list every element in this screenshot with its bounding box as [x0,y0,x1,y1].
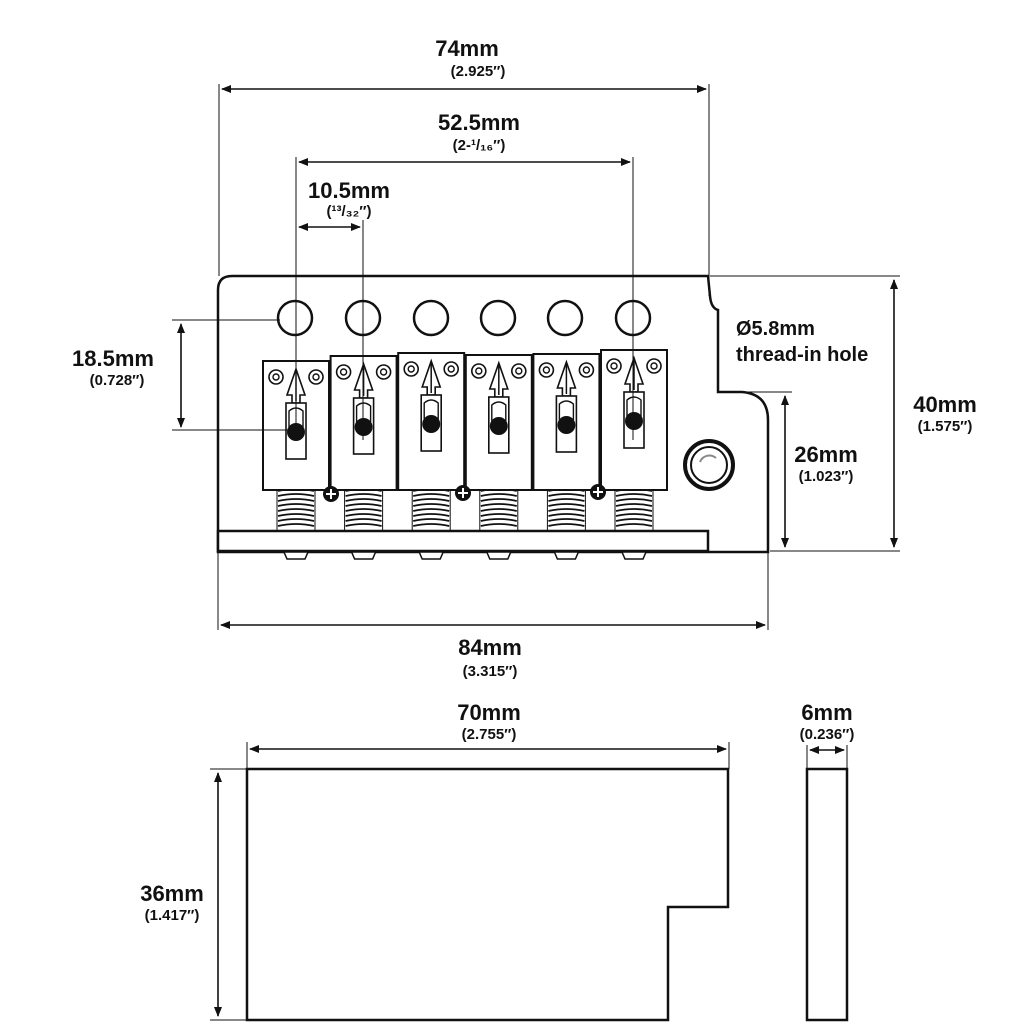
dim-18-imperial: (0.728″) [90,372,145,389]
screw-icon [455,485,471,501]
hole-note-text: thread-in hole [736,344,868,366]
dim-52-imperial: (2-¹/₁₆″) [453,137,506,154]
dim-6-metric: 6mm [801,700,852,725]
intonation-screw-end [485,551,512,560]
string-hole [276,299,314,337]
saddle [600,349,668,560]
string-hole [412,299,450,337]
tremolo-block-side [805,767,849,1022]
tremolo-block-front [245,767,730,1022]
dim-26-imperial: (1.023″) [799,468,854,485]
dim-10-imperial: (¹³/₃₂″) [327,203,372,220]
dim-36-metric: 36mm [140,881,204,906]
dimension-18-5mm: 18.5mm (0.728″) [72,319,290,431]
dimension-6mm: 6mm (0.236″) [800,700,855,769]
string-hole [546,299,584,337]
spring [546,488,586,531]
dimension-10-5mm: 10.5mm (¹³/₃₂″) [298,178,390,440]
dimension-40mm: 40mm (1.575″) [710,275,977,552]
saddle [329,355,398,560]
screw-icon [323,486,339,502]
dim-84-metric: 84mm [458,635,522,660]
dim-74-metric: 74mm [435,36,499,61]
mounting-screws [323,484,606,502]
dim-40-imperial: (1.575″) [918,418,973,435]
dim-6-imperial: (0.236″) [800,726,855,743]
dim-36-imperial: (1.417″) [145,907,200,924]
saddle [532,353,601,560]
dim-10-metric: 10.5mm [308,178,390,203]
saddle [464,354,533,560]
dim-40-metric: 40mm [913,392,977,417]
dim-74-imperial: (2.925″) [451,63,506,80]
dim-70-imperial: (2.755″) [462,726,517,743]
dimension-84mm: 84mm (3.315″) [217,552,769,680]
string-ball-end [422,415,441,433]
dim-52-metric: 52.5mm [438,110,520,135]
intonation-screw-end [350,551,377,560]
intonation-screw-end [418,551,445,560]
hole-note-diameter: Ø5.8mm [736,318,815,340]
dim-18-metric: 18.5mm [72,346,154,371]
string-hole [479,299,517,337]
dimension-74mm: 74mm (2.925″) [218,36,710,296]
dim-70-metric: 70mm [457,700,521,725]
intonation-screw-end [620,551,648,560]
string-ball-end [625,412,643,430]
dimension-70mm: 70mm (2.755″) [246,700,730,769]
intonation-screw-end [282,551,310,560]
thread-in-hole [683,439,735,491]
dim-84-imperial: (3.315″) [463,663,518,680]
hole-note: Ø5.8mm thread-in hole [736,318,868,366]
saddle [397,352,466,560]
dimension-26mm: 26mm (1.023″) [744,391,858,548]
intonation-screw-end [553,551,580,560]
string-ball-end [557,416,576,434]
string-ball-end [489,417,508,435]
dimension-36mm: 36mm (1.417″) [140,768,247,1021]
screw-icon [590,484,606,500]
dim-26-metric: 26mm [794,442,858,467]
dimension-52-5mm: 52.5mm (2-¹/₁₆″) [295,110,634,440]
string-ball-end [354,418,373,436]
saddles [262,349,668,560]
